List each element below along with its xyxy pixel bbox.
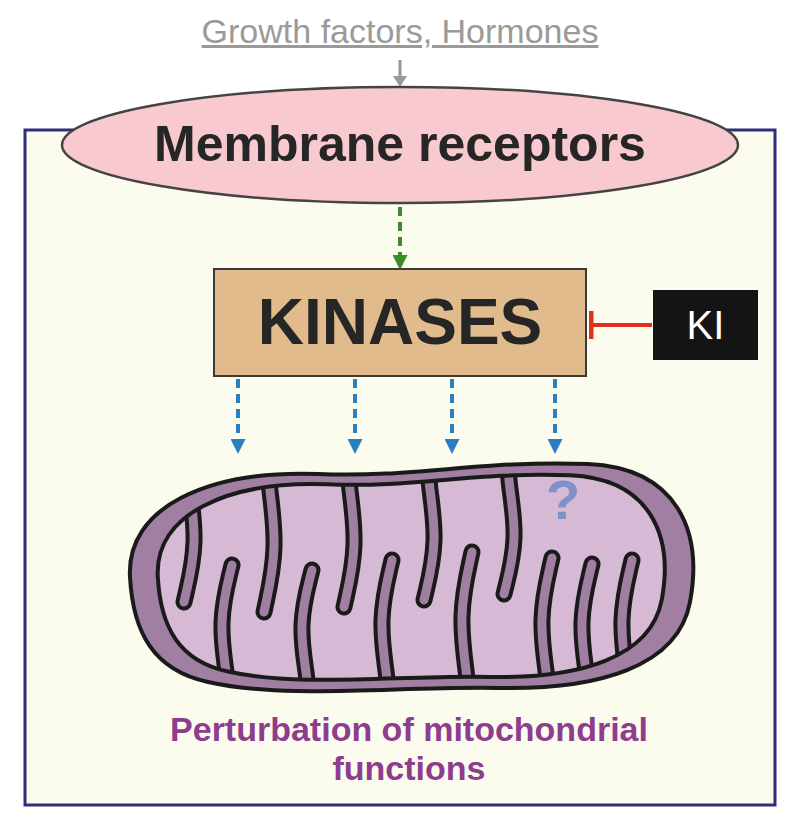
question-mark: ? [536, 468, 590, 532]
crista-space [302, 570, 312, 702]
crista-space [222, 565, 232, 702]
crista-space [184, 452, 194, 602]
crista-outline [462, 552, 472, 702]
crista-outline [264, 452, 274, 612]
crista-space [264, 452, 274, 612]
inner-membrane [158, 475, 665, 680]
kinase-box: KINASES [213, 268, 587, 377]
input-label: Growth factors, Hormones [0, 12, 800, 51]
mitochondrion-drawing [118, 452, 700, 702]
inhibitor-box: KI [653, 290, 758, 360]
crista-space [582, 564, 592, 702]
crista-outline [622, 560, 632, 702]
activation-arrow [353, 379, 357, 442]
activation-arrow [553, 379, 557, 442]
crista-space [344, 452, 354, 607]
ellipse-shape [62, 87, 738, 203]
activation-arrow [398, 207, 402, 258]
node-caption: Perturbation of mitochondrial functions [169, 710, 649, 788]
node-title: KI [681, 302, 731, 348]
crista-outline [582, 564, 592, 702]
activation-arrow [450, 379, 454, 442]
crista-space [622, 560, 632, 702]
crista-outline [424, 452, 434, 600]
outer-membrane [130, 463, 693, 691]
crista-space [462, 552, 472, 702]
crista-outline [344, 452, 354, 607]
activation-arrow [236, 379, 240, 442]
crista-space [542, 558, 552, 702]
crista-outline [184, 452, 194, 602]
input-arrow-line [399, 60, 402, 78]
node-title: KINASES [252, 286, 549, 360]
crista-space [424, 452, 434, 600]
inhibition-connector [591, 323, 652, 327]
crista-outline [302, 570, 312, 702]
cell-frame [25, 130, 775, 805]
crista-outline [222, 565, 232, 702]
crista-outline [542, 558, 552, 702]
mitochondrion: ? Perturbation of mitochondrial functions [118, 452, 700, 797]
node-title: Membrane receptors [148, 116, 652, 174]
receptor-ellipse: Membrane receptors [60, 85, 740, 205]
input-arrow-head [393, 76, 407, 87]
